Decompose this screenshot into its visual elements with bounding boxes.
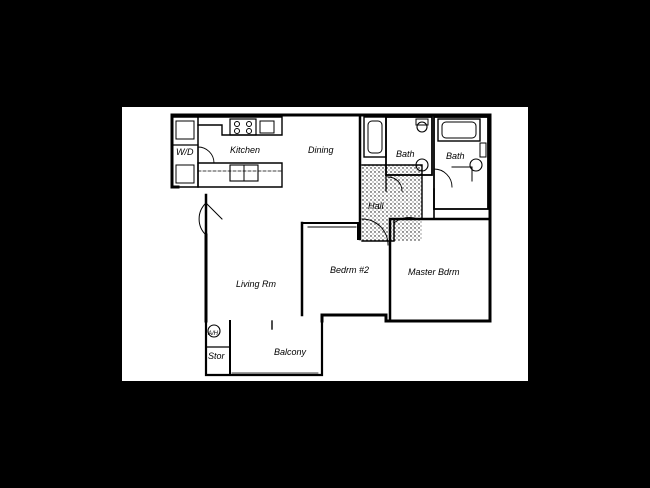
hall-label: Hall: [368, 201, 385, 211]
ah-label: A/H: [207, 331, 219, 337]
floor-plan-drawing: W/D Kitchen Dining Bath Bath Hall Living…: [170, 113, 492, 377]
dining-label: Dining: [308, 145, 334, 155]
master-bedroom-walls: [388, 217, 492, 323]
exterior-wall-top: [170, 113, 492, 323]
kitchen-counter-top: [197, 116, 283, 136]
living-room-label: Living Rm: [236, 279, 277, 289]
kitchen-label: Kitchen: [230, 145, 260, 155]
wd-label: W/D: [176, 147, 194, 157]
bath1-label: Bath: [396, 149, 415, 159]
exterior-wall-bottom-right: [320, 313, 492, 323]
bath2-tub: [437, 118, 481, 142]
air-handler: [207, 324, 221, 338]
bath1: [385, 116, 433, 176]
entry-door-swing: [198, 202, 223, 236]
floor-plan-sheet: W/D Kitchen Dining Bath Bath Hall Living…: [122, 107, 528, 381]
bedroom2-top-wall: [301, 222, 359, 240]
storage-label: Stor: [208, 351, 226, 361]
stove: [229, 118, 257, 136]
bedroom2-label: Bedrm #2: [330, 265, 369, 275]
kitchen-counter-bottom: [197, 162, 283, 188]
balcony-outline: [204, 319, 324, 377]
master-bedroom-label: Master Bdrm: [408, 267, 460, 277]
bath2-label: Bath: [446, 151, 465, 161]
bath2: [433, 116, 489, 210]
bath1-tub: [363, 116, 387, 158]
balcony-label: Balcony: [274, 347, 307, 357]
